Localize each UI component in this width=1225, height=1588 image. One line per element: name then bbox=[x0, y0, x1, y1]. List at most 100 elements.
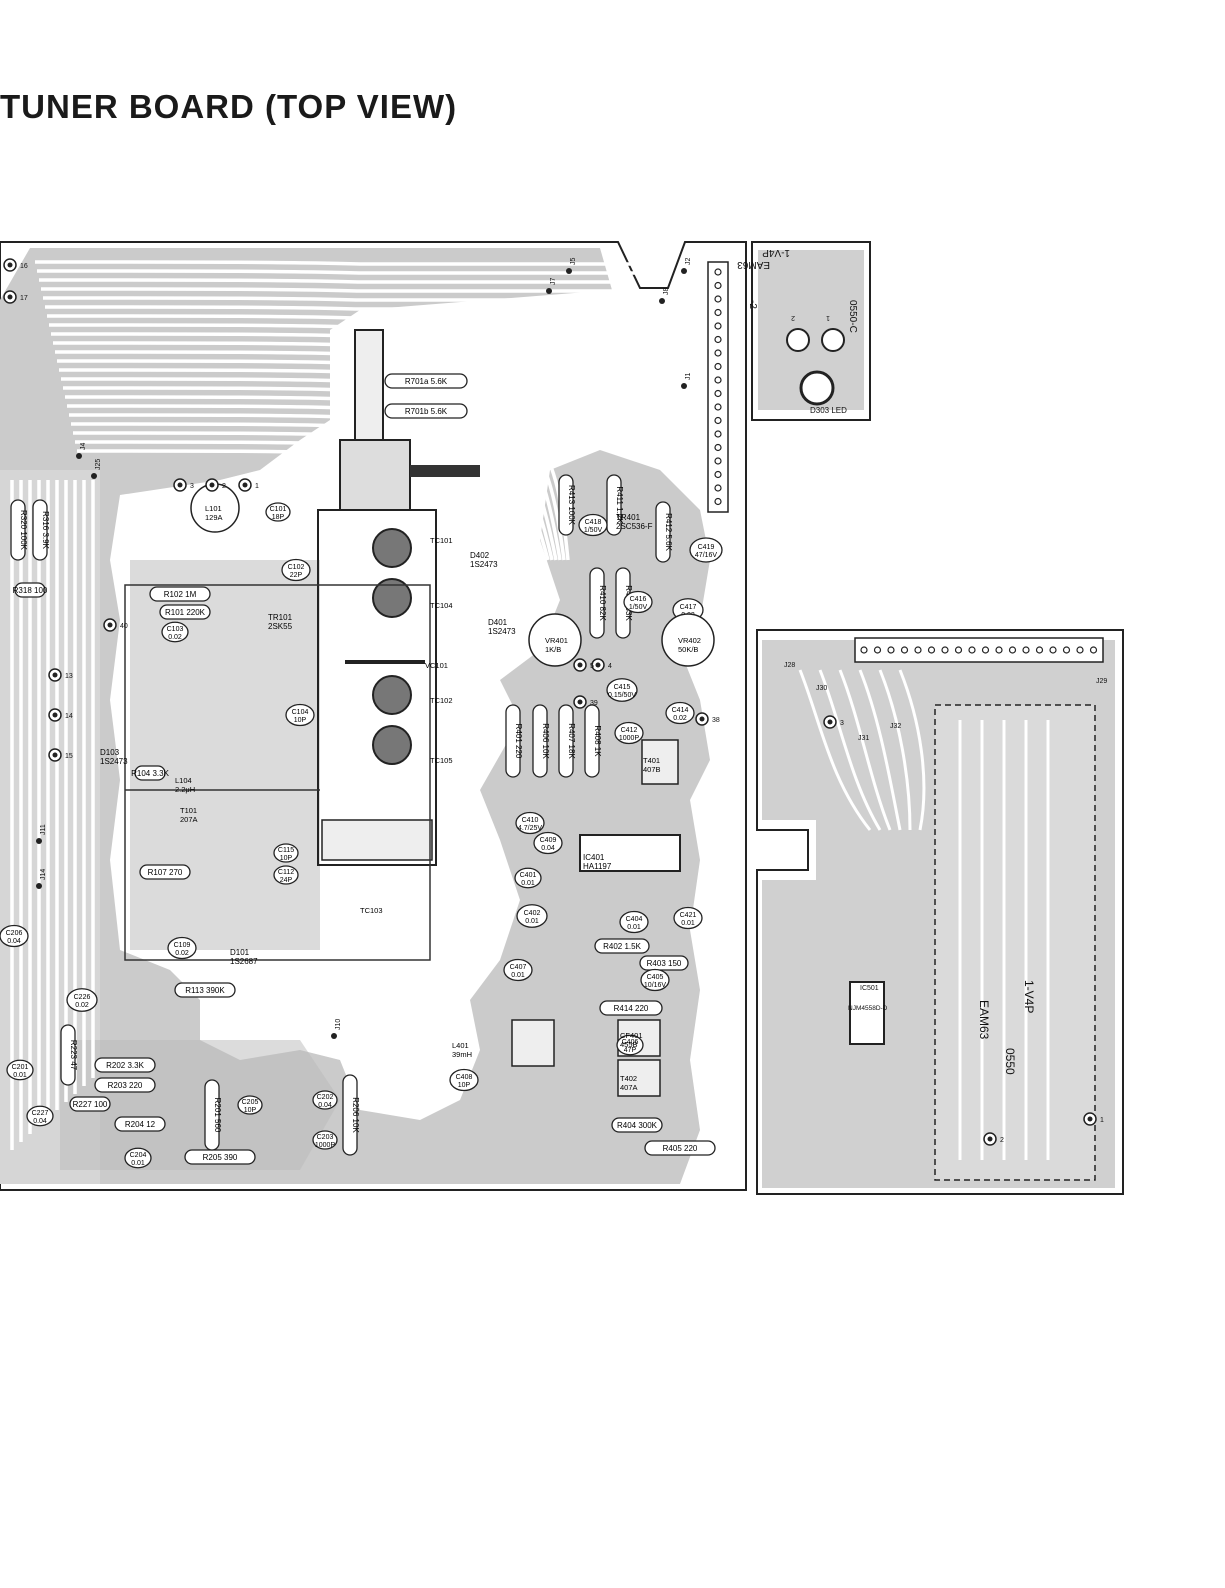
capacitor-c408-ref: C408 bbox=[456, 1074, 473, 1081]
capacitor-c112-value: 24P bbox=[280, 877, 293, 884]
resistor-r318: R318 100 bbox=[13, 582, 48, 598]
part-l104-ref: L104 bbox=[175, 776, 192, 785]
resistor-r223: R223 47 bbox=[60, 1024, 78, 1086]
resistor-r102-label: R102 1M bbox=[164, 590, 197, 599]
jumper-j14: J14 bbox=[40, 869, 47, 880]
capacitor-c402-value: 0.01 bbox=[525, 918, 539, 925]
capacitor-c405-value: 10/16V bbox=[644, 982, 667, 989]
resistor-r104-label: R104 3.3K bbox=[131, 769, 169, 778]
labels-layer: J1J2J4J5J7J8J10J11J14J251617131415403938… bbox=[3, 247, 1107, 1146]
resistor-r413: R413 100K bbox=[558, 474, 576, 536]
terminal-4-label: 4 bbox=[608, 663, 612, 670]
jumper-j25: J25 bbox=[95, 459, 102, 470]
mpx-silkscreen-0: 0550 bbox=[1003, 1048, 1017, 1075]
part-l401-value: 39mH bbox=[452, 1050, 472, 1059]
led-silkscreen-3: -2 bbox=[747, 300, 758, 309]
resistor-r701b: R701b 5.6K bbox=[384, 403, 468, 419]
led-silkscreen-0: EAM63 bbox=[737, 259, 770, 270]
resistor-r410-label: R410 82K bbox=[598, 585, 607, 621]
capacitor-c103-value: 0.02 bbox=[168, 634, 182, 641]
jumper-j5: J5 bbox=[570, 258, 577, 266]
tuning-mechanism bbox=[339, 439, 411, 511]
capacitor-c409-ref: C409 bbox=[540, 837, 557, 844]
jumper-j2: J2 bbox=[685, 258, 692, 266]
semiconductor-d103-ref: D103 bbox=[100, 748, 120, 757]
semiconductor-ic401-ref: IC401 bbox=[583, 853, 605, 862]
terminal-2-label: 2 bbox=[222, 483, 226, 490]
capacitor-c407-ref: C407 bbox=[510, 964, 527, 971]
terminal-38-label: 38 bbox=[712, 717, 720, 724]
resistor-r202: R202 3.3K bbox=[94, 1057, 156, 1073]
resistor-r414-label: R414 220 bbox=[614, 1004, 649, 1013]
jumper-j8: J8 bbox=[663, 288, 670, 296]
resistor-r113: R113 390K bbox=[174, 982, 236, 998]
part-tc102-ref: TC102 bbox=[430, 696, 453, 705]
part-tc103-ref: TC103 bbox=[360, 906, 383, 915]
resistor-r107-label: R107 270 bbox=[148, 868, 183, 877]
capacitor-c417-ref: C417 bbox=[680, 604, 697, 611]
semiconductor-d101-value: 1S2687 bbox=[230, 957, 258, 966]
mpx-terminal-1-label: 1 bbox=[1100, 1117, 1104, 1124]
resistor-r104: R104 3.3K bbox=[131, 765, 170, 781]
capacitor-c205-ref: C205 bbox=[242, 1099, 259, 1106]
resistor-r412-label: R412 5.6K bbox=[664, 513, 673, 551]
connector-strip-mpx bbox=[854, 637, 1104, 663]
mpx-terminal-2-label: 2 bbox=[1000, 1137, 1004, 1144]
resistor-r227-label: R227 100 bbox=[73, 1100, 108, 1109]
capacitor-c416-ref: C416 bbox=[630, 596, 647, 603]
terminal-17: 17 bbox=[3, 290, 28, 304]
terminal-38: 38 bbox=[695, 712, 720, 726]
led-pin-2 bbox=[786, 328, 810, 352]
terminal-15-label: 15 bbox=[65, 753, 73, 760]
resistor-r316-label: R316 3.9K bbox=[41, 511, 50, 549]
part-tc105: TC105 bbox=[430, 756, 453, 765]
semiconductor-d402-value: 1S2473 bbox=[470, 560, 498, 569]
capacitor-c206-ref: C206 bbox=[6, 930, 23, 937]
part-vc101: VC101 bbox=[425, 661, 448, 670]
mpx-terminal-3: 3 bbox=[823, 715, 844, 729]
capacitor-c410-value: 4.7/25V bbox=[518, 825, 542, 832]
capacitor-c102-value: 22P bbox=[290, 572, 303, 579]
capacitor-c112-ref: C112 bbox=[278, 869, 294, 876]
part-vr401-ref: VR401 bbox=[545, 636, 568, 645]
part-cf401-value: 455B bbox=[620, 1040, 638, 1049]
connector-j1 bbox=[707, 261, 729, 513]
part-l401-ref: L401 bbox=[452, 1041, 469, 1050]
led-board bbox=[751, 241, 871, 421]
resistor-r203-label: R203 220 bbox=[108, 1081, 143, 1090]
capacitor-c418-value: 1/50V bbox=[584, 527, 603, 534]
capacitor-c104-value: 10P bbox=[294, 717, 307, 724]
jumper-j7: J7 bbox=[550, 278, 557, 286]
mpx-jumper-j28: J28 bbox=[784, 662, 795, 669]
resistor-r701a: R701a 5.6K bbox=[384, 373, 468, 389]
capacitor-c421-value: 0.01 bbox=[681, 920, 695, 927]
resistor-r205-label: R205 390 bbox=[203, 1153, 238, 1162]
capacitor-c227-ref: C227 bbox=[32, 1110, 49, 1117]
terminal-14: 14 bbox=[48, 708, 73, 722]
terminal-5: 5 bbox=[573, 658, 594, 672]
ic501-value: NJM4558D-D bbox=[848, 1005, 888, 1012]
